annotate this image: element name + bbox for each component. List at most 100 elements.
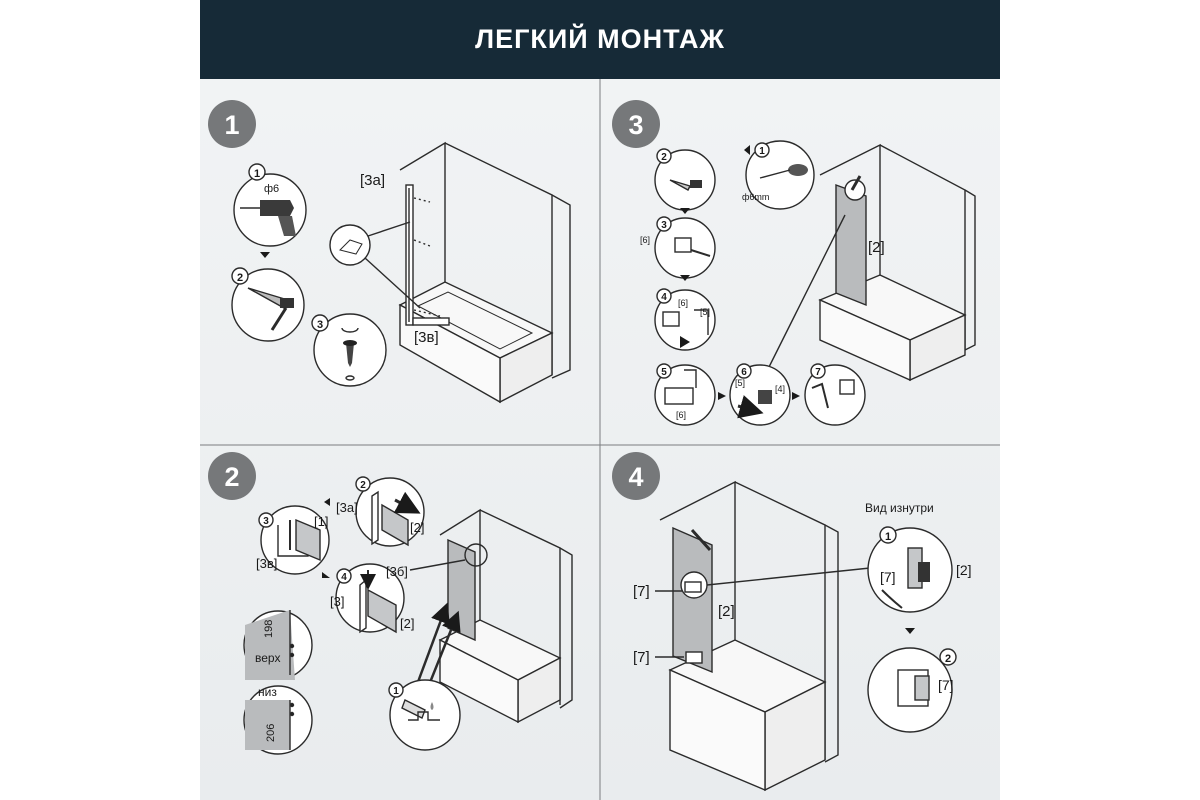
substep-3-bracket: 3 (654, 216, 716, 279)
step-number: 2 (224, 462, 239, 492)
drill-size: ф6mm (742, 192, 769, 202)
screw-icon (346, 343, 354, 367)
bottom-profile (412, 317, 450, 326)
wall-profile (405, 184, 414, 326)
label-2: [2] (400, 616, 414, 631)
top-label: верх (255, 651, 280, 665)
label-3v: [3в] (414, 329, 439, 346)
arrow-icon (744, 145, 750, 155)
substep-4-profile: 4 (335, 563, 405, 634)
glass-panel (835, 183, 867, 307)
label-5: [5] (700, 307, 710, 317)
step-badge-2: 2 (208, 452, 256, 500)
substep-number: 1 (759, 146, 765, 157)
substep-number: 1 (885, 531, 891, 543)
step-number: 4 (628, 462, 643, 492)
label-3a: [3a] (360, 172, 385, 189)
step-badge-1: 1 (208, 100, 256, 148)
label-2: [2] (956, 562, 972, 578)
detail-circle (329, 224, 371, 266)
substep-3-profile: 3 (258, 505, 330, 575)
substep-2-anchor: 2 (654, 148, 716, 211)
label-3v: [3в] (256, 556, 277, 571)
substep-number: 3 (661, 220, 667, 231)
step-number: 3 (628, 110, 643, 140)
bathroom-walls (439, 508, 573, 709)
step-badge-3: 3 (612, 100, 660, 148)
bathroom-walls (399, 141, 571, 379)
label-2: [2] (410, 520, 424, 535)
panel-4: [7] [2] [7] Вид изнутри 1 [7] [2] (633, 480, 972, 792)
label-6: [6] (676, 410, 686, 420)
substep-number: 1 (393, 686, 399, 697)
label-6: [6] (640, 235, 650, 245)
substep-7-key: 7 (804, 363, 866, 426)
dimension-bottom: низ 206 (243, 685, 313, 755)
substep-number: 2 (945, 653, 951, 665)
substep-2-profile: 2 (355, 476, 425, 547)
label-3a: [3a] (336, 500, 358, 515)
label-6: [6] (678, 298, 688, 308)
instructions-canvas: 1 2 3 4 (200, 79, 1000, 800)
header-bar: ЛЕГКИЙ МОНТАЖ (200, 0, 1000, 79)
inside-view-detail-1: 1 (867, 526, 953, 613)
arrow-down-icon (260, 252, 270, 258)
substep-number: 2 (360, 480, 366, 491)
label-2: [2] (718, 603, 735, 620)
substep-1-drill: 1 ф6mm (742, 140, 815, 210)
substep-2-hammer: 2 (231, 267, 305, 342)
panel-2: 1 2 [3a] [2] 3 (243, 476, 573, 755)
substep-1-sealant: 1 (388, 679, 461, 751)
substep-3-screw: 3 (311, 313, 387, 387)
drop-icon (430, 702, 434, 710)
substep-number: 3 (317, 319, 323, 331)
label-7: [7] (880, 569, 896, 585)
drill-icon (260, 200, 294, 216)
installation-poster: ЛЕГКИЙ МОНТАЖ 1 2 3 4 (200, 0, 1000, 800)
bathroom-walls (819, 143, 976, 351)
label-4: [4] (775, 384, 785, 394)
substep-1-drill: 1 ф6 (233, 163, 307, 247)
inside-view-label: Вид изнутри (865, 501, 934, 515)
panel-3: [2] 1 ф6mm 2 (640, 140, 976, 426)
hammer-icon (690, 180, 702, 188)
page-title: ЛЕГКИЙ МОНТАЖ (475, 24, 725, 54)
substep-number: 2 (237, 272, 243, 284)
step-badge-4: 4 (612, 452, 660, 500)
substep-number: 2 (661, 152, 667, 163)
bathtub (398, 281, 554, 404)
substep-5-bracket: 5 (654, 363, 716, 426)
arrow-down-icon (680, 275, 690, 281)
arrow-icon (718, 392, 726, 400)
arrow-icon (322, 572, 330, 578)
substep-number: 5 (661, 367, 667, 378)
label-3: [3] (330, 594, 344, 609)
dim-bottom-value: 206 (265, 724, 277, 742)
substep-4-bracket: 4 (654, 288, 716, 351)
substep-number: 7 (815, 367, 821, 378)
step-number: 1 (224, 110, 239, 140)
label-7: [7] (633, 649, 650, 666)
drill-size: ф6 (264, 183, 279, 195)
substep-number: 1 (254, 168, 260, 180)
glass-panel (672, 526, 713, 674)
arrow-icon (324, 498, 330, 506)
arrow-icon (680, 336, 690, 348)
label-1: [1] (314, 514, 328, 529)
label-5: [5] (735, 378, 745, 388)
bottom-label: низ (258, 685, 277, 699)
inside-view-detail-2: 2 (867, 647, 957, 733)
hammer-icon (280, 298, 294, 308)
hex-key-icon (811, 382, 829, 409)
substep-number: 3 (263, 516, 269, 527)
label-3b: [3б] (386, 564, 408, 579)
label-7: [7] (633, 583, 650, 600)
sealant-gun-icon (401, 699, 426, 719)
label-7: [7] (938, 677, 954, 693)
substep-6-bracket: 6 (729, 363, 791, 426)
panel-1: [3a] [3в] 1 ф6 2 (231, 141, 571, 404)
substep-number: 4 (661, 292, 667, 303)
arrow-down-icon (905, 628, 915, 634)
arrow-icon (792, 392, 800, 400)
drill-bit-icon (788, 164, 808, 176)
